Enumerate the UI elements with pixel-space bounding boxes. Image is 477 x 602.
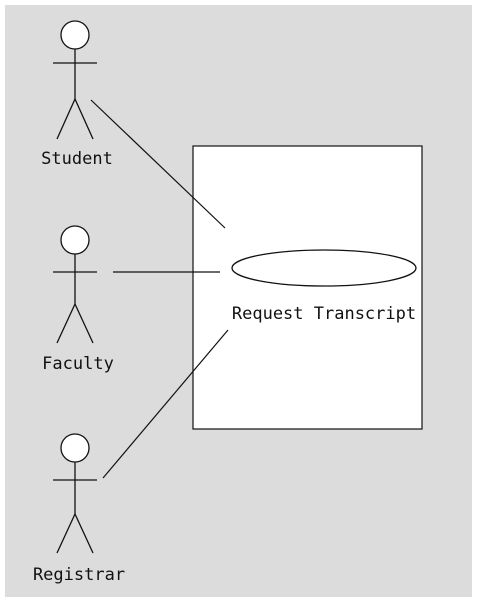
- actor-registrar-left-leg: [56, 513, 76, 554]
- actor-student-left-leg: [56, 98, 76, 140]
- actor-student-label: Student: [41, 149, 113, 169]
- actor-student-head: [60, 20, 90, 50]
- actor-faculty: [53, 225, 97, 344]
- system-boundary-box: [192, 145, 423, 430]
- actor-faculty-right-leg: [74, 303, 94, 344]
- actor-faculty-left-leg: [56, 303, 76, 344]
- association-student-use-case: [90, 99, 226, 229]
- use-case-label: Request Transcript: [232, 304, 416, 324]
- actor-faculty-head: [60, 225, 90, 255]
- actor-student: [53, 20, 97, 140]
- actor-faculty-label: Faculty: [42, 354, 114, 374]
- use-case-ellipse: [231, 249, 417, 287]
- actor-registrar-right-leg: [74, 513, 94, 554]
- actor-registrar-head: [60, 433, 90, 463]
- association-registrar-use-case: [102, 329, 229, 479]
- actor-registrar: [53, 433, 97, 554]
- actor-registrar-label: Registrar: [33, 565, 125, 585]
- actor-student-right-leg: [74, 98, 94, 140]
